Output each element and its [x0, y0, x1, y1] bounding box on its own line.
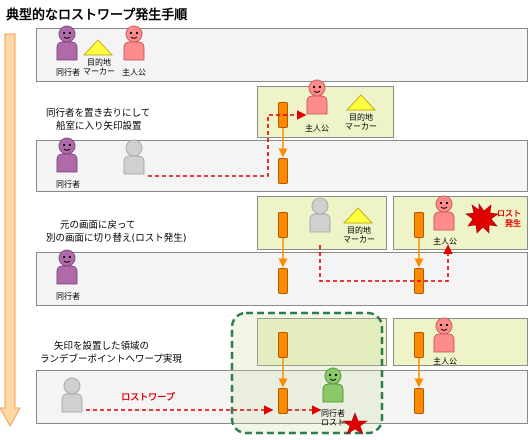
red-path-row2: [148, 110, 307, 177]
arrow-block: [278, 212, 288, 238]
destination-marker-row2: [346, 94, 376, 111]
destination-marker-row3: [343, 207, 373, 224]
step-3-line2: ランデブーポイントへワープ実現: [40, 354, 182, 365]
marker-label-row1-b: マーカー: [83, 67, 115, 76]
protagonist-label-row4: 主人公: [433, 357, 457, 366]
other-area-panel-row3: [393, 196, 528, 250]
scene-band-1: [36, 28, 528, 82]
step-1-text: 同行者を置き去りにして 船室に入り矢印設置: [46, 107, 206, 133]
step-2-text: 元の画面に戻って 別の画面に切り替え(ロスト発生): [46, 219, 246, 245]
arrow-block: [278, 158, 288, 184]
arrow-block: [414, 388, 424, 414]
lost-burst-icon: [465, 203, 499, 234]
arrow-block: [278, 268, 288, 294]
other-area-panel-row4: [393, 318, 528, 366]
lost-burst-label-2: 発生: [505, 219, 521, 228]
arrow-block: [278, 332, 288, 358]
arrow-block: [278, 388, 288, 414]
protagonist-label-row1: 主人公: [122, 68, 146, 77]
marker-label-row3-b: マーカー: [343, 235, 375, 244]
step-3-text: 矢印を設置した領域の ランデブーポイントへワープ実現: [40, 340, 240, 366]
step-2-line2: 別の画面に切り替え(ロスト発生): [46, 233, 187, 244]
marker-label-row1-a: 目的地: [87, 58, 111, 67]
protagonist-label-row3: 主人公: [433, 237, 457, 246]
lost-companion-label-b: ロスト: [321, 418, 345, 427]
step-3-line1: 矢印を設置した領域の: [54, 341, 150, 352]
step-2-line1: 元の画面に戻って: [60, 220, 136, 231]
lost-warp-label: ロストワープ: [121, 393, 175, 403]
star-icon: [342, 412, 368, 435]
step-1-line2: 船室に入り矢印設置: [56, 121, 142, 132]
marker-label-row3-a: 目的地: [347, 226, 371, 235]
companion-label-row2: 同行者: [56, 180, 80, 189]
companion-label-row1: 同行者: [56, 68, 80, 77]
marker-label-row2-a: 目的地: [349, 113, 373, 122]
diagram-title: 典型的なロストワープ発生手順: [6, 8, 188, 23]
lost-burst-label-1: ロスト: [497, 209, 521, 218]
marker-label-row2-b: マーカー: [345, 122, 377, 131]
red-path-row3: [319, 244, 453, 282]
destination-marker-row1: [83, 39, 113, 56]
arrow-block: [414, 332, 424, 358]
protagonist-label-row2: 主人公: [305, 124, 329, 133]
companion-label-row3: 同行者: [56, 292, 80, 301]
arrow-block: [414, 212, 424, 238]
step-1-line1: 同行者を置き去りにして: [46, 108, 151, 119]
lost-companion-label-a: 同行者: [321, 409, 345, 418]
